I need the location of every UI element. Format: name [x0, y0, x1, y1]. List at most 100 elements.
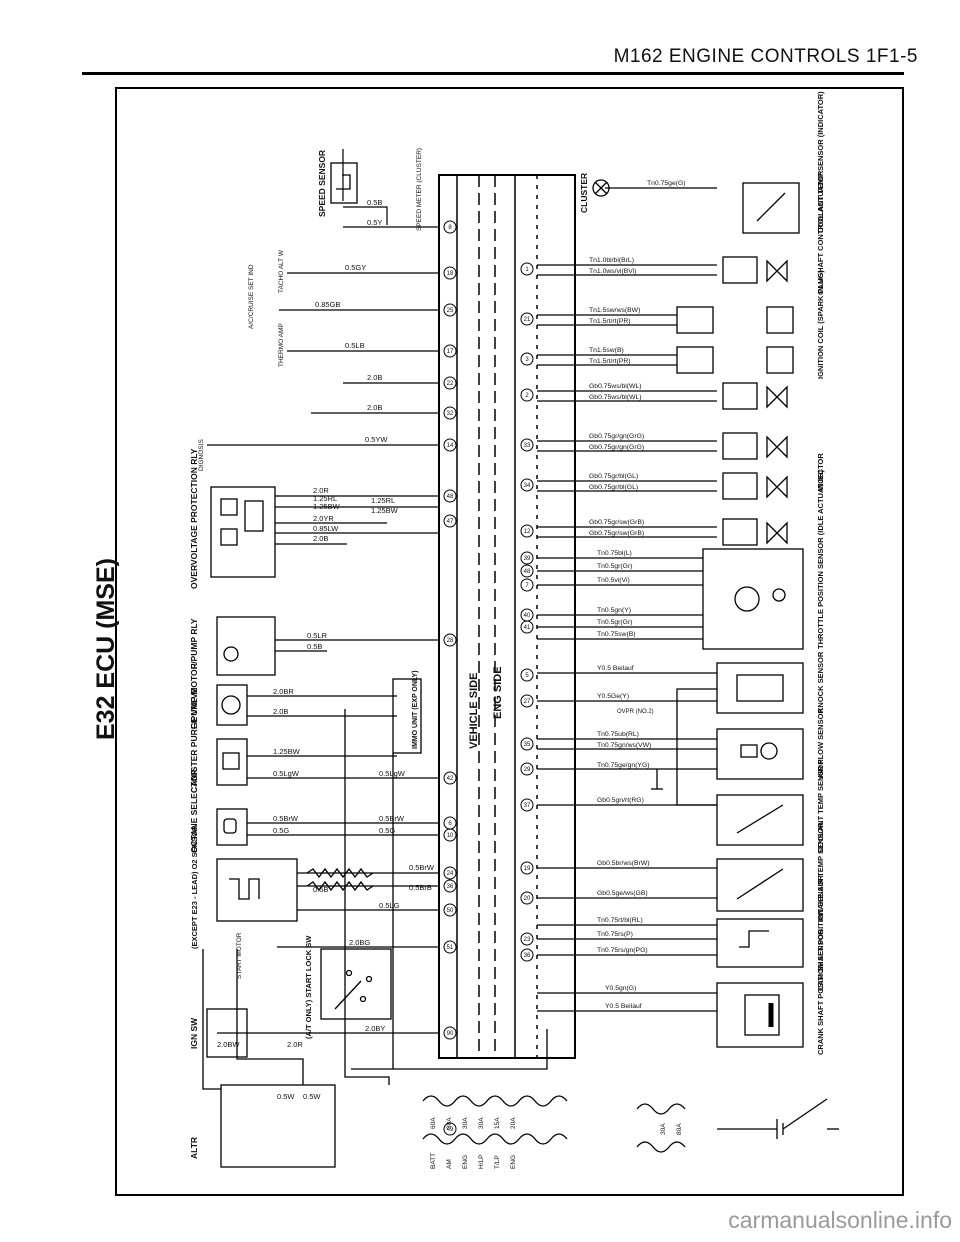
pin-number: 22 [447, 381, 454, 387]
wire-label: 2.0BW [217, 1040, 240, 1049]
wire-label: Gb0.5br/ws(BrW) [597, 860, 650, 867]
wire-label: Y0.5 Beilauf [597, 665, 634, 672]
immo-unit-label: IMMO UNIT (EXP ONLY) [412, 670, 419, 749]
wire-label: Tn1.5sw/ws(BW) [589, 307, 640, 314]
wire-label: 2.0BR [273, 687, 294, 696]
header-rule [82, 72, 904, 75]
pin-number: 12 [524, 529, 531, 535]
wire-label: Tn0.75bl(L) [597, 550, 632, 557]
fuse-label: T/LP [494, 1155, 501, 1169]
wire-label: Tn0.75ub(RL) [597, 731, 639, 738]
wire-label: 2.0B [367, 403, 382, 412]
pin-number: 33 [524, 443, 531, 449]
wire-label: 0.85LW [313, 524, 339, 533]
diagram-frame [115, 87, 904, 1196]
wire-label: Tn1.0bl/bl(BrL) [589, 257, 634, 264]
pin-number: 7 [525, 583, 529, 589]
pin-number: 35 [524, 742, 531, 748]
wire-label: 1.25BW [313, 502, 341, 511]
pin-number: 10 [447, 833, 454, 839]
pin-number: 37 [524, 803, 531, 809]
fuse-label: 30A [446, 1117, 453, 1129]
wire-label: 0.5G [273, 826, 289, 835]
wire-label: Gb0.75ws/bl(WL) [589, 394, 642, 401]
wire-label: 0.5GY [345, 263, 366, 272]
air-flow-sensor-label: AIR FLOW SENSOR [816, 708, 825, 779]
pin-number: 36 [524, 953, 531, 959]
wire-label: 0.5BrB [409, 883, 432, 892]
wire-label: Tn0.5gr(Gr) [597, 563, 633, 570]
cluster-label: CLUSTER [579, 173, 589, 213]
fuse-label: 30A [660, 1123, 667, 1135]
thermo-amp-label: THERMO AMP [278, 323, 285, 367]
right-component-labels: CLUSTER COOLANT TEMP SENSOR (INDICATOR) … [579, 91, 825, 1055]
fuse-label: 20A [510, 1117, 517, 1129]
wire-label: 1.25RL [371, 496, 395, 505]
pin-number: 34 [524, 483, 531, 489]
pin-number: 23 [524, 937, 531, 943]
wire-label: 0.5LgW [273, 769, 300, 778]
wire-label: 1.25RL [313, 494, 337, 503]
pin-number: 47 [447, 519, 454, 525]
pin-number: 24 [447, 871, 454, 877]
wire-label: Tn0.75gn/ws(VW) [597, 742, 651, 749]
wire-label: 0.5LB [345, 341, 365, 350]
wire-label: Y0.5 Beilauf [605, 1003, 642, 1010]
wire-label: Tn0.75sw(B) [597, 631, 636, 638]
pin-number: 6 [448, 821, 452, 827]
page-header-title: M162 ENGINE CONTROLS 1F1-5 [613, 46, 918, 67]
pin-number: 39 [524, 556, 531, 562]
fuse-label: 30A [462, 1117, 469, 1129]
wire-label: Tn0.5vi(Vi) [597, 577, 630, 584]
wire-label: Tn1.5sw(B) [589, 347, 624, 354]
left-component-shapes [202, 162, 548, 1168]
wire-label: Tn0.75ge(G) [647, 180, 686, 187]
wire-label: Tn0.75rs/gn(PG) [597, 947, 648, 954]
fuse-label: 30A [478, 1117, 485, 1129]
wire-label: 0.5B [313, 885, 328, 894]
pin-number: 90 [447, 1031, 454, 1037]
pin-number: 17 [447, 349, 454, 355]
altr-label: ALTR [189, 1137, 199, 1159]
wire-label: Gb0.75gr/bl(GL) [589, 473, 638, 480]
ovpr-note: OVPR (NO.2) [617, 709, 654, 715]
wire-label: 0.5LR [307, 631, 328, 640]
pin-number: 20 [524, 896, 531, 902]
intake-air-sensor-label: INTAKE AIR TEMP SENSOR [816, 822, 825, 921]
fuse-label: ENG [510, 1155, 517, 1169]
wire-label: 0.5YW [365, 435, 388, 444]
wire-label: 2.0R [287, 1040, 303, 1049]
ignition-coil-label: IGNITION COIL (SPARK PLUG) [816, 270, 825, 379]
pin-number: 42 [447, 776, 454, 782]
pin-number: 1 [525, 267, 529, 273]
pin-number: 50 [447, 908, 454, 914]
right-wire-lines [537, 187, 717, 1012]
wire-label: Gb0.75gr/bl(GL) [589, 484, 638, 491]
camshaft-actuator-label: CAMSHAFT CONTROL ACTUATOR [816, 170, 825, 295]
vehicle-side-label: VEHICLE SIDE [468, 673, 480, 749]
pin-number: 2 [525, 393, 529, 399]
fuse-label: AM [446, 1159, 453, 1169]
wire-label: 0.5B [367, 198, 382, 207]
pin-number: 21 [524, 317, 531, 323]
left-wire-labels: 0.5B 0.5Y 0.5GY 0.85GB 0.5LB 2.0B 2.0B 0… [217, 198, 435, 1101]
wire-label: 1.25BW [273, 747, 301, 756]
fuse-label: BATT [430, 1153, 437, 1169]
pin-number: 36 [447, 884, 454, 890]
fuse-block [422, 1095, 839, 1153]
pin-number: 48 [447, 494, 454, 500]
wire-label: 0.5B [307, 642, 322, 651]
wire-label: Gb0.75gr/gn(GrG) [589, 433, 644, 440]
fuse-label: 60A [430, 1117, 437, 1129]
right-pin-circles [520, 262, 534, 962]
wire-label: 2.0R [313, 486, 329, 495]
wire-label: Y0.5gn(G) [605, 985, 636, 992]
eng-side-label: ENG SIDE [492, 666, 504, 719]
pin-number: 14 [447, 443, 454, 449]
wire-label: 0.5Y [367, 218, 382, 227]
wire-label: Tn0.5gr(Gr) [597, 619, 633, 626]
wire-label: 2.0B [367, 373, 382, 382]
pin-number: 8 [448, 225, 452, 231]
wire-label: Gb0.75ws/bl(WL) [589, 383, 642, 390]
overvoltage-relay-label: OVERVOLTAGE PROTECTION RLY [189, 448, 199, 589]
